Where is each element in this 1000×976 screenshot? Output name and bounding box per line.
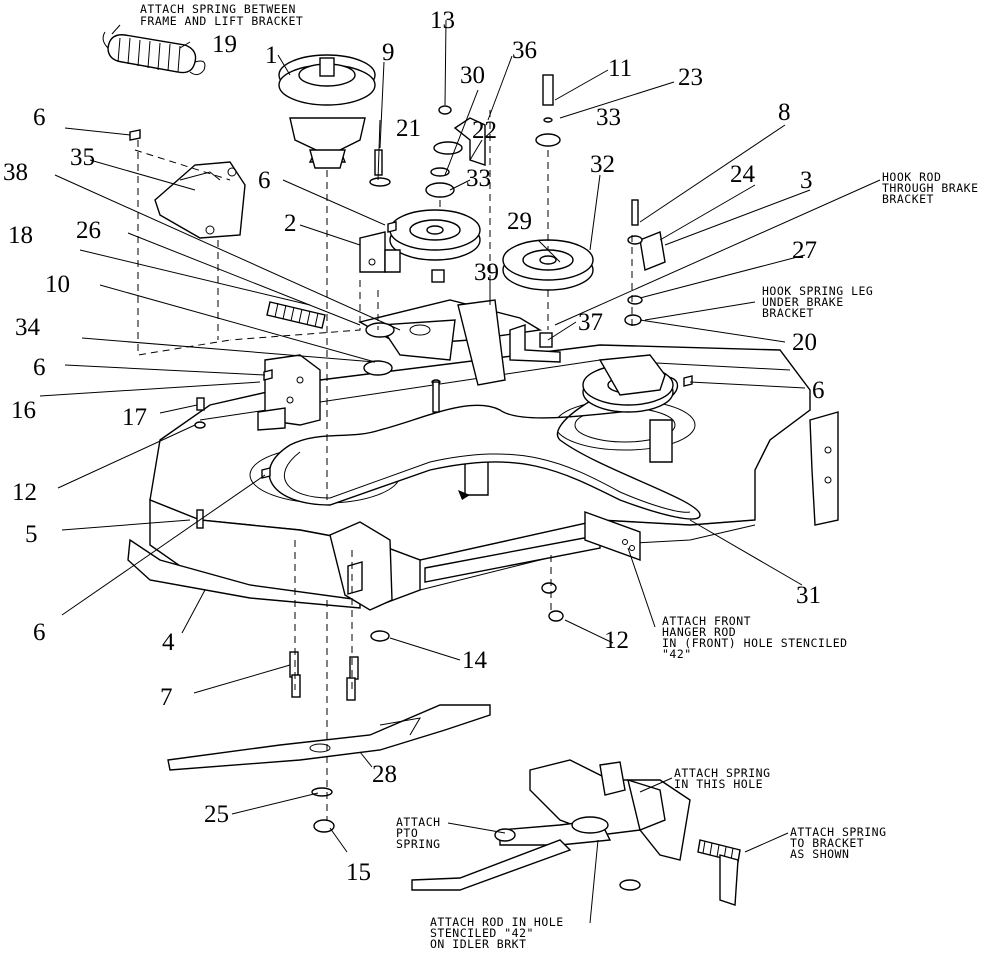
callout-32: 32 <box>590 151 615 178</box>
callout-17: 17 <box>122 404 147 431</box>
callout-6: 6 <box>258 167 271 194</box>
callout-21: 21 <box>396 115 421 142</box>
blade-28 <box>167 704 491 771</box>
spring-19 <box>102 31 206 76</box>
callout-30: 30 <box>460 62 485 89</box>
callout-15: 15 <box>346 859 371 886</box>
assembly-centerlines <box>134 110 633 820</box>
callout-27: 27 <box>792 237 817 264</box>
callout-25: 25 <box>204 801 229 828</box>
callout-34: 34 <box>15 314 41 341</box>
callout-29: 29 <box>507 208 532 235</box>
bracket-2 <box>359 231 401 273</box>
pto-idler-bracket-assembly <box>411 759 741 906</box>
callout-26: 26 <box>76 217 101 244</box>
callout-9: 9 <box>382 39 395 66</box>
callout-13: 13 <box>430 7 455 34</box>
callout-8: 8 <box>778 99 791 126</box>
bracket-35 <box>154 161 246 239</box>
callout-6: 6 <box>33 104 46 131</box>
callout-33: 33 <box>596 104 621 131</box>
hardware <box>129 74 693 833</box>
callout-24: 24 <box>730 161 756 188</box>
callout-33: 33 <box>466 165 491 192</box>
callout-12: 12 <box>12 479 37 506</box>
callout-19: 19 <box>212 31 237 58</box>
brake-bracket <box>627 231 666 271</box>
callout-14: 14 <box>462 647 488 674</box>
spindle-assembly-right <box>582 354 674 463</box>
callout-23: 23 <box>678 64 703 91</box>
belt <box>268 375 701 520</box>
callout-1: 1 <box>265 42 278 69</box>
callout-18: 18 <box>8 222 33 249</box>
spring-18 <box>266 301 326 329</box>
callout-28: 28 <box>372 761 397 788</box>
callout-10: 10 <box>45 271 70 298</box>
callout-31: 31 <box>796 582 821 609</box>
callout-12: 12 <box>604 627 629 654</box>
spindle-pulley-1 <box>278 54 376 169</box>
callout-35: 35 <box>70 144 95 171</box>
bracket-16 <box>257 354 321 431</box>
callout-2: 2 <box>284 210 297 237</box>
callout-6: 6 <box>812 377 825 404</box>
bracket-37 <box>509 324 561 363</box>
callout-37: 37 <box>578 309 603 336</box>
callout-39: 39 <box>474 259 499 286</box>
callout-36: 36 <box>512 37 537 64</box>
callout-4: 4 <box>162 629 175 656</box>
callout-numbers: 1 2 3 4 5 6 6 6 6 6 7 8 9 10 11 12 12 13… <box>3 7 825 886</box>
callout-20: 20 <box>792 329 817 356</box>
callout-38: 38 <box>3 159 28 186</box>
callout-3: 3 <box>800 167 813 194</box>
callout-16: 16 <box>11 397 36 424</box>
callout-7: 7 <box>160 684 173 711</box>
callout-6: 6 <box>33 354 46 381</box>
callout-5: 5 <box>25 521 38 548</box>
callout-11: 11 <box>608 55 632 82</box>
idler-pulley-left <box>389 209 481 283</box>
idler-arm <box>358 299 543 386</box>
callout-6: 6 <box>33 619 46 646</box>
leader-lines <box>39 19 881 924</box>
callout-22: 22 <box>472 117 497 144</box>
